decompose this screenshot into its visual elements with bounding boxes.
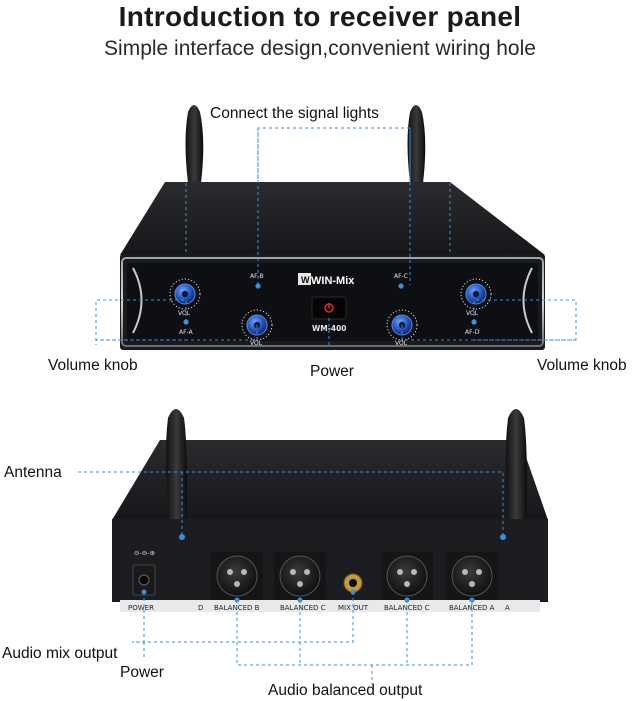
front-top-surface: [120, 182, 545, 255]
back-receiver: ⊝-⊖-⊕ POWER D BALANCED B B: [78, 409, 548, 684]
polarity-icon: ⊝-⊖-⊕: [134, 549, 155, 557]
front-receiver: VOL VOL VOL VOL AF-A AF-B AF-C AF-D W WI…: [95, 105, 577, 350]
knob-label-a: VOL: [178, 310, 191, 317]
volume-knob-b: [241, 309, 273, 341]
brand-logo-icon: [298, 273, 311, 285]
xlr-connector-d: [211, 552, 263, 600]
brand-name: WIN-Mix: [311, 275, 355, 287]
callout-power-back: Power: [120, 664, 164, 681]
back-label-d: D: [198, 604, 203, 612]
front-rim: [121, 257, 544, 347]
callout-audio-mix-output: Audio mix output: [2, 645, 118, 662]
front-antenna-left: [185, 105, 204, 183]
callout-volume-knob-right: Volume knob: [537, 357, 627, 374]
back-label-strip: [120, 600, 540, 612]
back-top-surface: [112, 440, 548, 520]
back-label-balanced-c1: BALANCED C: [280, 604, 326, 612]
back-label-a: A: [505, 604, 510, 612]
af-label-d: AF-D: [465, 329, 480, 336]
signal-light-c: [398, 283, 404, 289]
xlr-connector-c: [381, 552, 433, 600]
back-callout-lines: [78, 471, 504, 684]
knob-label-b: VOL: [250, 340, 263, 347]
svg-text:W: W: [301, 275, 310, 285]
front-callout-lines: [95, 127, 577, 348]
callout-signal-lights: Connect the signal lights: [210, 105, 379, 122]
callout-volume-knob-left: Volume knob: [48, 357, 138, 374]
af-label-b: AF-B: [250, 273, 264, 280]
knob-label-c: VOL: [395, 340, 408, 347]
xlr-connector-a: [446, 552, 498, 600]
page-title: Introduction to receiver panel: [118, 1, 522, 32]
model-number: WM-400: [312, 324, 347, 333]
af-label-c: AF-C: [394, 273, 408, 280]
callout-audio-balanced-output: Audio balanced output: [268, 682, 423, 699]
knob-label-d: VOL: [466, 310, 479, 317]
back-label-power: POWER: [128, 604, 154, 612]
xlr-connector-b: [274, 552, 326, 600]
af-label-a: AF-A: [179, 329, 194, 336]
page-subtitle: Simple interface design,convenient wirin…: [104, 37, 536, 60]
volume-knob-a: [169, 278, 201, 310]
volume-knob-d: [460, 278, 492, 310]
signal-light-b: [255, 283, 261, 289]
callout-antenna: Antenna: [4, 464, 62, 481]
callout-power-front: Power: [310, 363, 354, 380]
front-antenna-right: [407, 105, 426, 183]
back-label-mix-out: MIX OUT: [338, 604, 369, 612]
mix-out-jack: [343, 573, 363, 593]
